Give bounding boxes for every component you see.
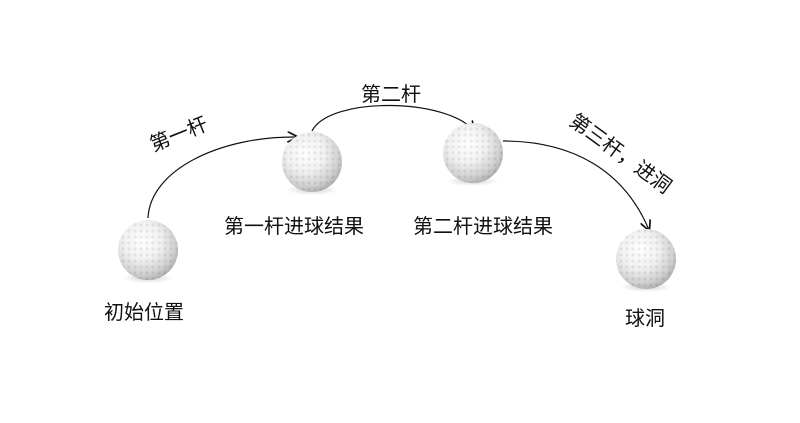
label-second-result: 第二杆进球结果 <box>413 214 553 238</box>
label-first-result: 第一杆进球结果 <box>224 214 364 238</box>
label-hole: 球洞 <box>625 306 665 330</box>
arc-first-stroke <box>147 137 297 219</box>
golf-ball-second-result-icon <box>443 123 503 186</box>
label-second-stroke: 第二杆 <box>361 82 421 106</box>
arc-second-stroke <box>311 104 474 131</box>
golf-ball-first-result-icon <box>282 132 342 195</box>
arc-third-stroke <box>502 140 649 230</box>
golf-ball-start-icon <box>118 220 178 283</box>
golf-ball-hole-icon <box>616 229 676 292</box>
label-start-position: 初始位置 <box>104 300 184 324</box>
